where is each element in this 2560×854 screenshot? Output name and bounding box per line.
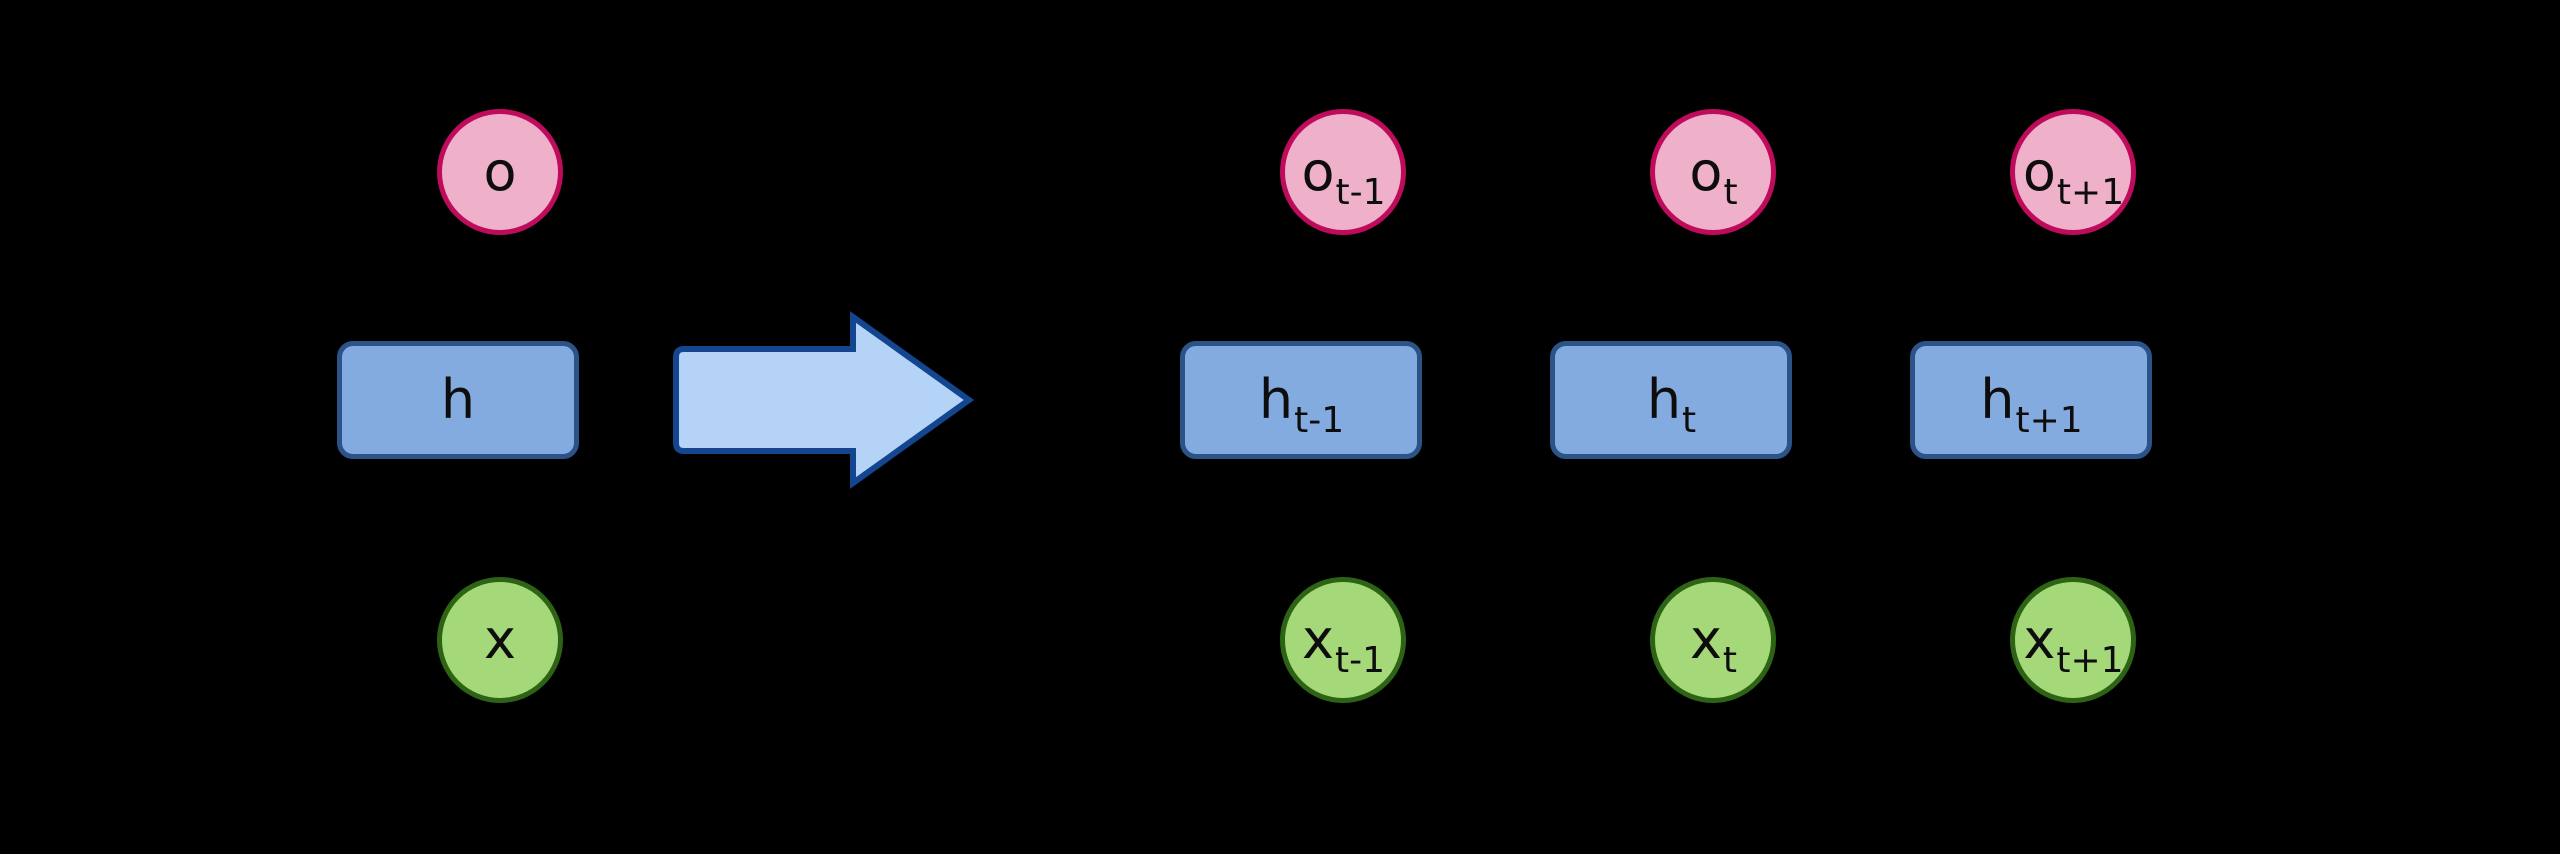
- node-label: ht+1: [1980, 368, 2083, 441]
- node-output-t[interactable]: ot: [1650, 109, 1776, 235]
- node-label: ot-1: [1301, 140, 1386, 213]
- node-input-t-plus-1[interactable]: xt+1: [2010, 577, 2136, 703]
- right-block-arrow-icon: [673, 311, 975, 489]
- node-input-t-minus-1[interactable]: xt-1: [1280, 577, 1406, 703]
- node-hidden-t-plus-1[interactable]: ht+1: [1910, 341, 2152, 459]
- node-label: h: [440, 368, 476, 431]
- node-label: ot+1: [2022, 140, 2125, 213]
- node-label: xt: [1689, 608, 1738, 681]
- node-label: o: [483, 140, 517, 203]
- node-output-folded[interactable]: o: [437, 109, 563, 235]
- node-label: xt-1: [1302, 608, 1385, 681]
- node-label: ht: [1646, 368, 1697, 441]
- node-output-t-minus-1[interactable]: ot-1: [1280, 109, 1406, 235]
- node-label: ot: [1689, 140, 1738, 213]
- node-hidden-folded[interactable]: h: [337, 341, 579, 459]
- node-input-t[interactable]: xt: [1650, 577, 1776, 703]
- node-output-t-plus-1[interactable]: ot+1: [2010, 109, 2136, 235]
- node-hidden-t[interactable]: ht: [1550, 341, 1792, 459]
- node-input-folded[interactable]: x: [437, 577, 563, 703]
- node-label: x: [484, 608, 516, 671]
- unfold-arrow-icon: [668, 311, 975, 489]
- node-label: ht-1: [1258, 368, 1345, 441]
- node-label: xt+1: [2023, 608, 2124, 681]
- node-hidden-t-minus-1[interactable]: ht-1: [1180, 341, 1422, 459]
